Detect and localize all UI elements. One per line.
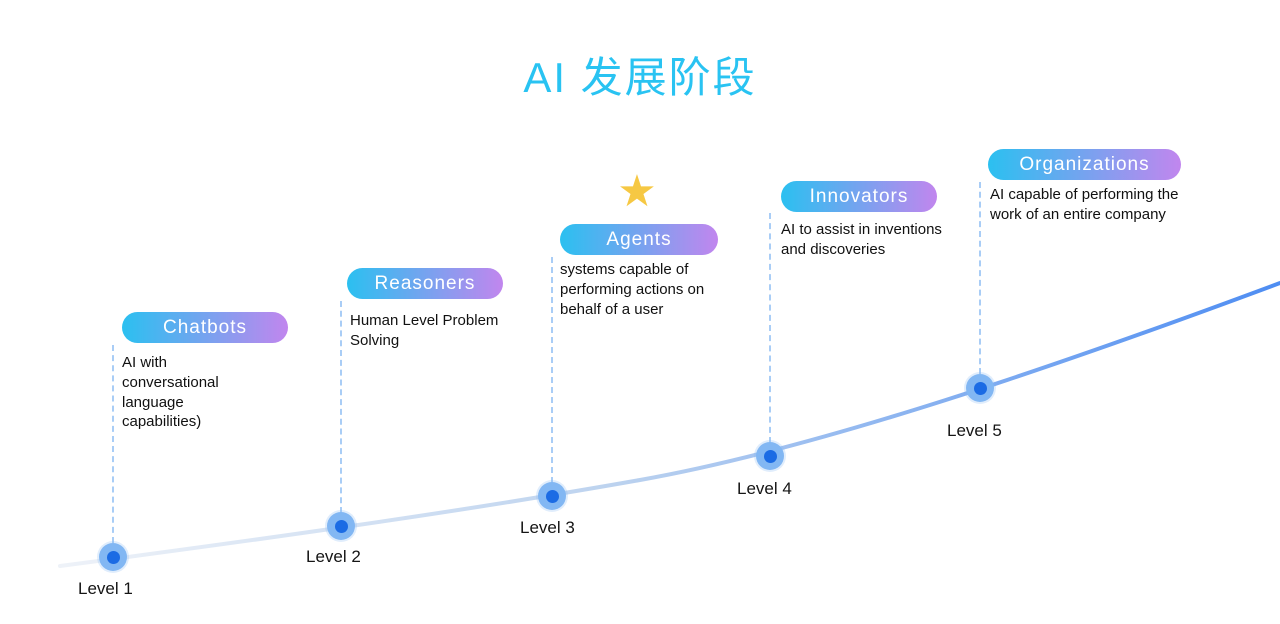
milestone-dot-level-3 <box>538 482 566 510</box>
stage-pill-label: Innovators <box>809 185 909 207</box>
stage-pill-label: Organizations <box>1019 153 1150 175</box>
stage-description-innovators: AI to assist in inventions and discoveri… <box>781 221 942 258</box>
milestone-dot-level-4 <box>756 442 784 470</box>
curve-path <box>58 281 1280 568</box>
stage-pill-chatbots: Chatbots <box>122 312 288 343</box>
stage-pill-organizations: Organizations <box>988 149 1181 180</box>
stage-pill-innovators: Innovators <box>781 181 937 212</box>
connector-line-level-3 <box>551 257 553 483</box>
connector-line-level-5 <box>979 182 981 374</box>
stage-description-chatbots: AI with conversational language capabili… <box>122 354 219 431</box>
milestone-dot-level-2 <box>327 512 355 540</box>
level-label-5: Level 5 <box>947 421 1002 440</box>
level-label-3: Level 3 <box>520 518 575 537</box>
page-title: AI 发展阶段 <box>523 54 757 101</box>
star-icon: ★ <box>617 167 657 216</box>
milestone-dot-level-5 <box>966 374 994 402</box>
stage-description-organizations: AI capable of performing the work of an … <box>990 186 1179 223</box>
stage-pill-reasoners: Reasoners <box>347 268 503 299</box>
level-label-2: Level 2 <box>306 547 361 566</box>
stage-pill-label: Agents <box>606 228 672 250</box>
connector-line-level-1 <box>112 345 114 543</box>
stage-pill-label: Reasoners <box>374 272 476 294</box>
connector-line-level-4 <box>769 213 771 443</box>
stage-description-reasoners: Human Level Problem Solving <box>350 312 499 349</box>
stage-pill-agents: Agents <box>560 224 718 255</box>
stage-description-agents: systems capable of performing actions on… <box>560 261 705 318</box>
level-label-4: Level 4 <box>737 479 792 498</box>
level-label-1: Level 1 <box>78 579 133 598</box>
stage-pill-label: Chatbots <box>162 316 248 338</box>
milestone-dot-level-1 <box>99 543 127 571</box>
connector-line-level-2 <box>340 301 342 513</box>
